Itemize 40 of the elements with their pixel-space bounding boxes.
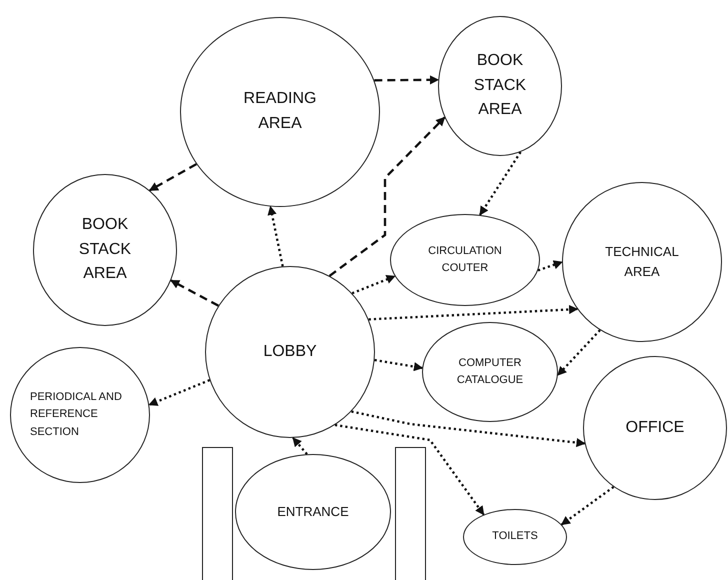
area-circle	[390, 214, 540, 306]
arrow	[148, 379, 210, 406]
arrow	[560, 486, 614, 526]
area-circle	[438, 16, 562, 156]
area-label: READING AREA	[242, 89, 318, 134]
arrow	[374, 358, 424, 372]
arrow	[292, 437, 308, 455]
arrow	[479, 151, 522, 216]
area-label: OFFICE	[624, 418, 686, 438]
area-label: ENTRANCE	[276, 502, 350, 521]
area-circle	[205, 266, 375, 438]
arrow	[334, 424, 485, 516]
area-label: BOOK STACK AREA	[472, 50, 528, 120]
area-label: TOILETS	[491, 529, 539, 544]
area-label: CIRCULATION COUTER	[427, 244, 503, 276]
arrow	[268, 206, 284, 267]
area-label: TECHNICAL AREA	[604, 242, 680, 281]
area-circle	[10, 347, 150, 483]
arrow	[328, 116, 446, 277]
area-circle	[422, 322, 558, 422]
door-post	[395, 447, 426, 580]
arrow	[352, 275, 396, 294]
arrow	[170, 279, 219, 307]
area-circle	[33, 174, 177, 326]
area-circle	[180, 17, 380, 207]
arrow	[538, 260, 563, 272]
area-circle	[583, 356, 727, 500]
area-label: LOBBY	[262, 342, 318, 362]
arrow	[374, 75, 440, 84]
area-circle	[463, 509, 567, 565]
arrow	[148, 163, 197, 192]
arrow	[557, 329, 601, 376]
area-label: COMPUTER CATALOGUE	[456, 356, 524, 388]
arrow	[351, 410, 586, 448]
area-circle	[235, 454, 391, 570]
arrow	[368, 304, 578, 321]
area-label: BOOK STACK AREA	[78, 214, 132, 284]
area-label: PERIODICAL AND REFERENCE SECTION	[30, 390, 123, 440]
door-post	[202, 447, 233, 580]
area-circle	[562, 182, 722, 342]
